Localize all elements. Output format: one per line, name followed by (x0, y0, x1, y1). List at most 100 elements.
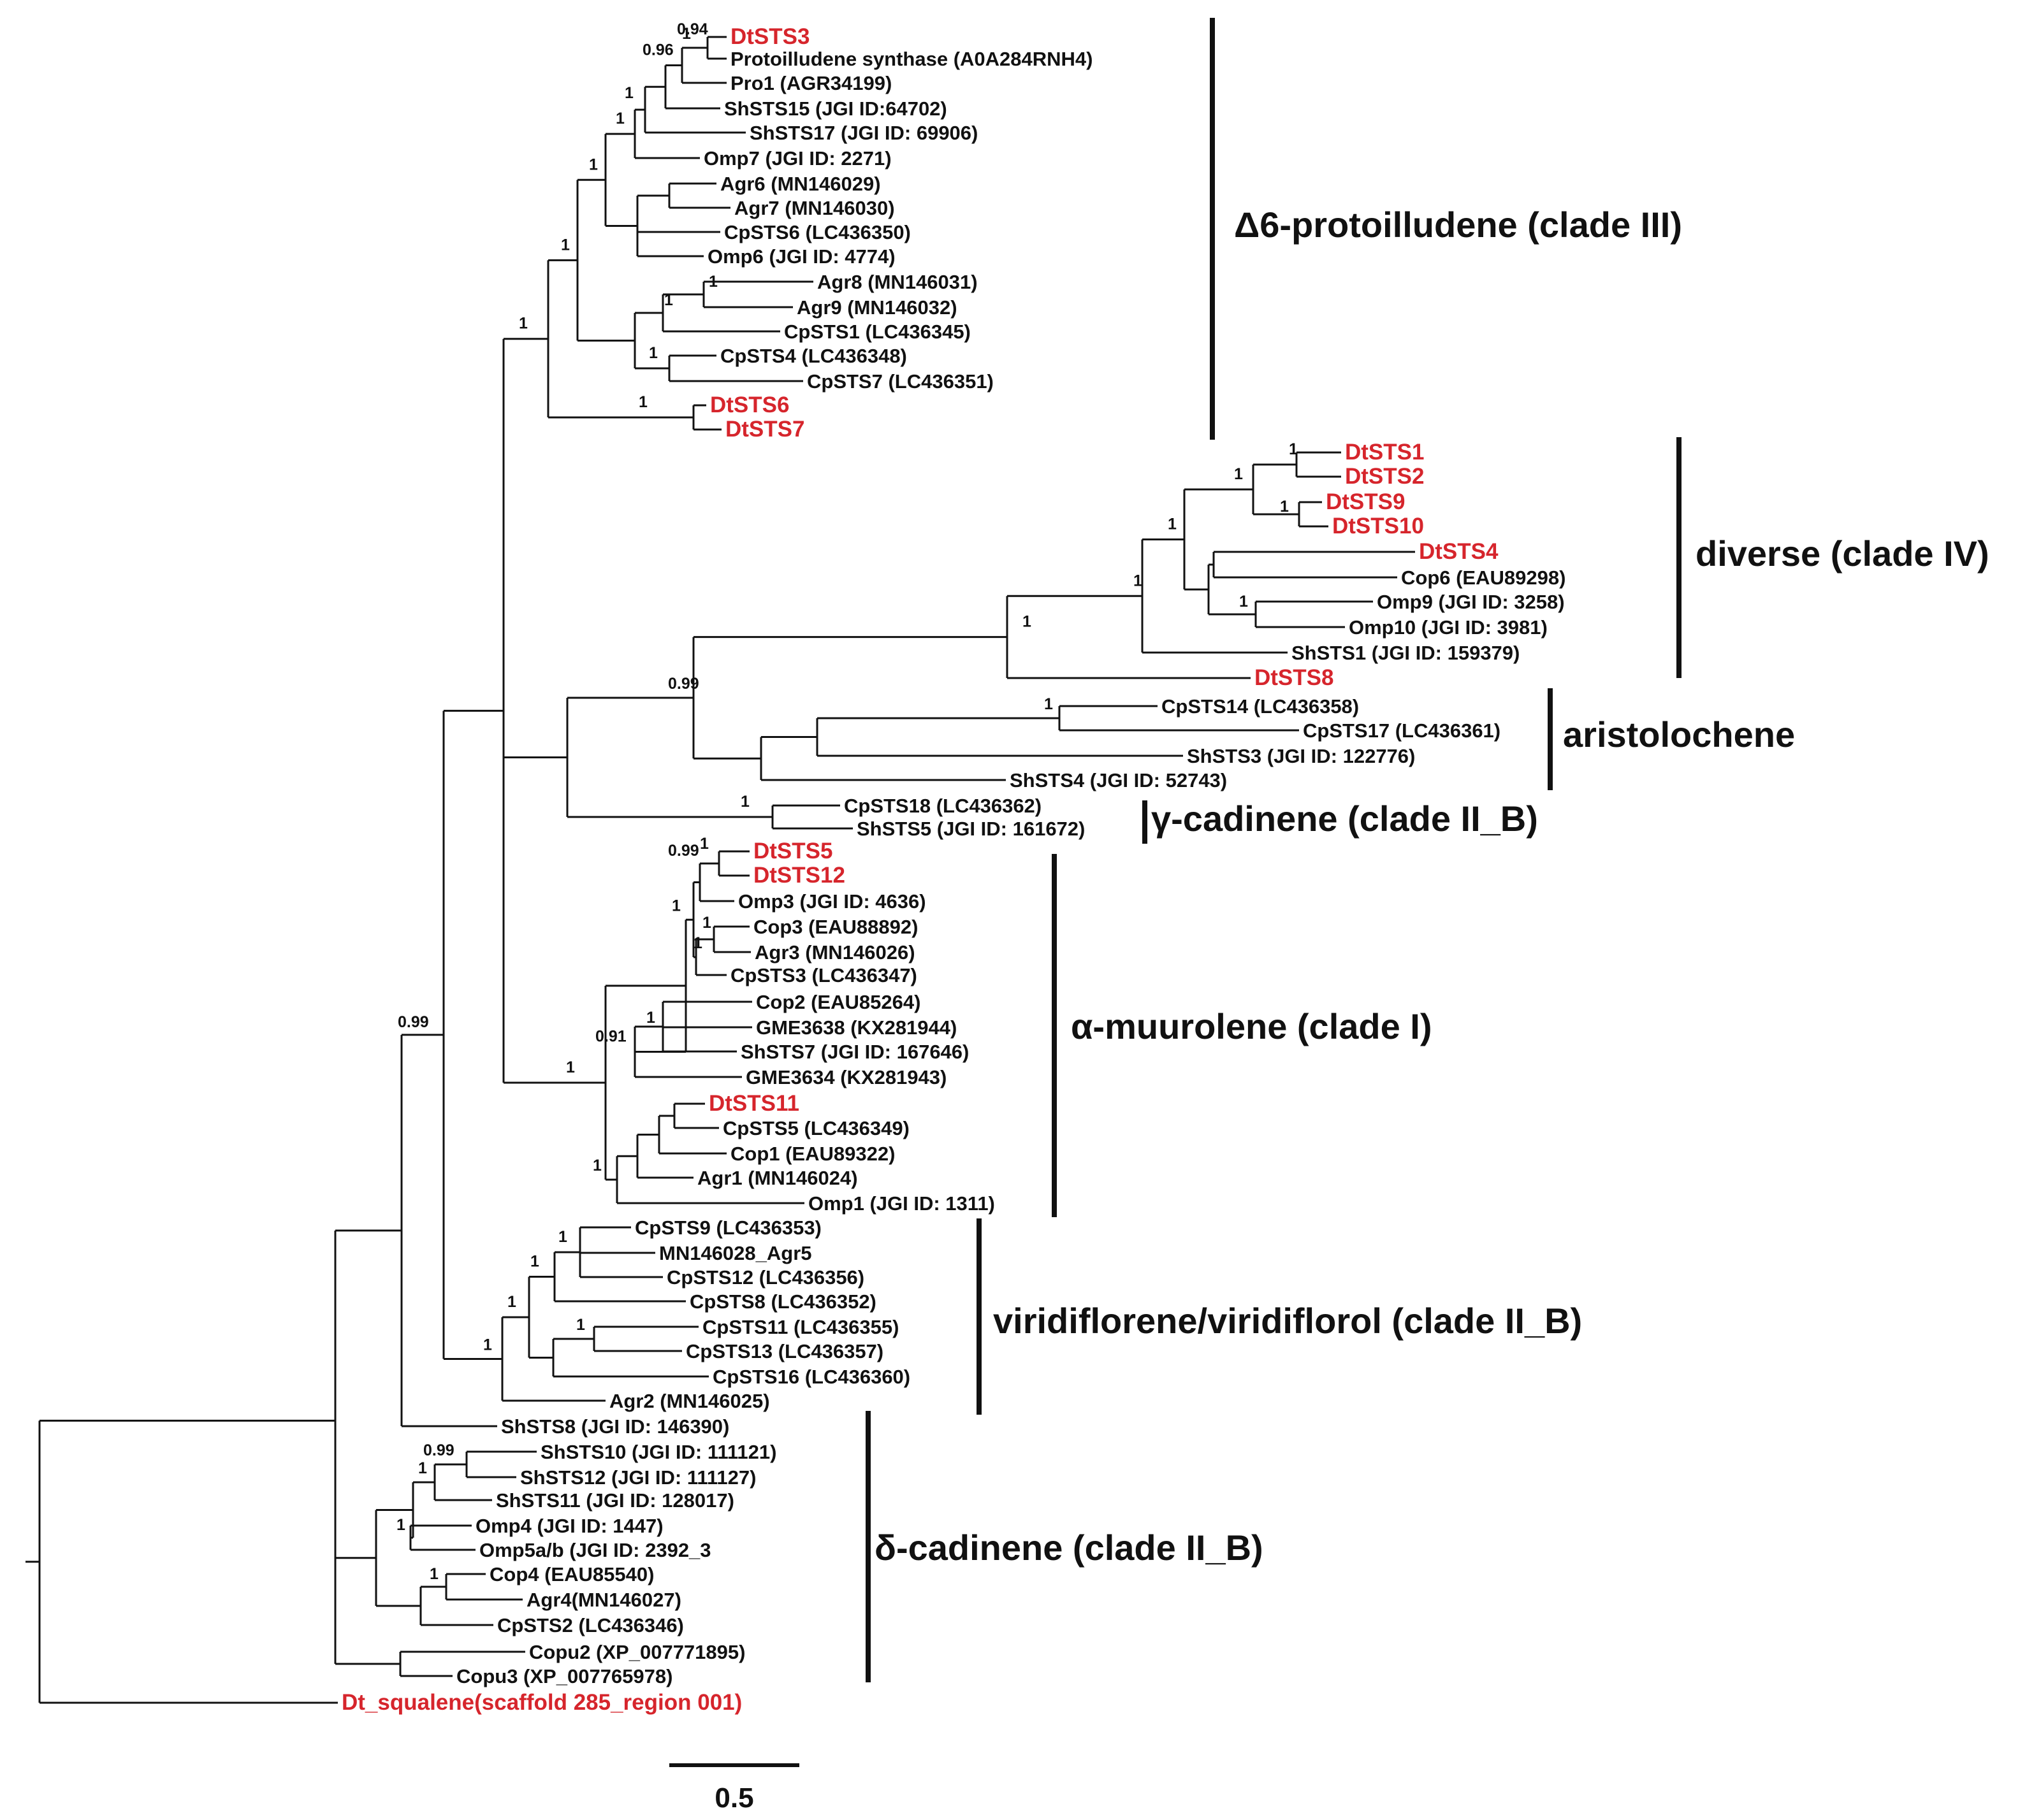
support-n-agr89c: 1 (709, 273, 718, 291)
leaf-label-cpsts12-lc436356: CpSTS12 (LC436356) (667, 1266, 864, 1289)
leaf-label-shsts4-jgi-id-52743: ShSTS4 (JGI ID: 52743) (1010, 769, 1227, 791)
leaf-label-pro1-agr34199: Pro1 (AGR34199) (730, 72, 892, 94)
leaf-label-cpsts5-lc436349: CpSTS5 (LC436349) (723, 1117, 910, 1139)
support-dtsts5: 1 (700, 835, 709, 853)
support-n-agr89b: 1 (664, 291, 673, 309)
leaf-label-copu2-xp-007771895: Copu2 (XP_007771895) (529, 1641, 745, 1663)
clade-label-6-protoilludene-clade-iii: Δ6-protoilludene (clade III) (1234, 205, 1682, 245)
leaf-label-protoilludene-synthase-a0a284rnh4: Protoilludene synthase (A0A284RNH4) (730, 48, 1093, 70)
leaf-label-cop4-eau85540: Cop4 (EAU85540) (490, 1563, 654, 1585)
leaf-label-omp9-jgi-id-3258: Omp9 (JGI ID: 3258) (1377, 591, 1565, 613)
leaf-label-cpsts2-lc436346: CpSTS2 (LC436346) (497, 1614, 684, 1636)
leaf-label-dtsts5: DtSTS5 (753, 839, 832, 863)
support-n-c1f: 1 (702, 914, 711, 932)
support-values: 10.96111111111111111110.9910.9911110.911… (396, 20, 1298, 1583)
support-n-c3f: 0.96 (643, 41, 674, 59)
leaf-label-dtsts6: DtSTS6 (710, 393, 789, 417)
leaf-label-omp4-jgi-id-1447: Omp4 (JGI ID: 1447) (476, 1515, 664, 1537)
leaf-label-omp6-jgi-id-4774: Omp6 (JGI ID: 4774) (708, 245, 896, 268)
support-n-aristo4: 1 (1044, 695, 1053, 713)
scale-bar: 0.5 (669, 1763, 799, 1814)
support-n-c4e: 1 (1280, 498, 1289, 516)
support-n-dcad5: 0.99 (423, 1441, 454, 1459)
leaf-label-shsts5-jgi-id-161672: ShSTS5 (JGI ID: 161672) (857, 818, 1085, 840)
leaf-label-agr6-mn146029: Agr6 (MN146029) (720, 173, 881, 195)
support-n-viri3: 1 (530, 1253, 539, 1271)
support-n-c1h: 1 (646, 1009, 655, 1027)
leaf-label-cpsts4-lc436348: CpSTS4 (LC436348) (720, 345, 907, 367)
support-n-dt67: 1 (639, 393, 648, 411)
tree-branches (25, 36, 1415, 1704)
support-n-dcad8: 1 (430, 1565, 439, 1583)
support-n-c4a: 1 (1133, 572, 1142, 589)
support-clade4: 1 (1022, 613, 1031, 631)
support-n-c4c: 1 (1234, 465, 1243, 483)
leaf-label-omp7-jgi-id-2271: Omp7 (JGI ID: 2271) (704, 147, 892, 170)
support-n-c3b: 1 (589, 155, 598, 173)
leaf-label-cpsts3-lc436347: CpSTS3 (LC436347) (730, 964, 917, 986)
leaf-label-omp1-jgi-id-1311: Omp1 (JGI ID: 1311) (808, 1192, 995, 1215)
support-n-viri4: 1 (558, 1228, 567, 1246)
support-n-c1e: 1 (694, 934, 702, 952)
leaf-label-shsts3-jgi-id-122776: ShSTS3 (JGI ID: 122776) (1187, 745, 1415, 767)
clade-label-diverse-clade-iv: diverse (clade IV) (1696, 533, 1989, 574)
leaf-label-dtsts3: DtSTS3 (730, 24, 810, 49)
support-n-viri-top: 0.99 (398, 1013, 429, 1031)
leaf-label-dtsts10: DtSTS10 (1332, 514, 1424, 538)
support-dtsts3: 0.94 (677, 20, 708, 38)
leaf-label-cpsts14-lc436358: CpSTS14 (LC436358) (1161, 695, 1359, 718)
support-n-dcad4: 1 (418, 1459, 427, 1477)
leaf-label-dtsts11: DtSTS11 (709, 1091, 799, 1116)
leaf-label-shsts8-jgi-id-146390: ShSTS8 (JGI ID: 146390) (501, 1415, 729, 1438)
support-n-mid2: 0.99 (668, 675, 699, 693)
leaf-label-cpsts6-lc436350: CpSTS6 (LC436350) (724, 221, 911, 243)
leaf-label-dtsts4: DtSTS4 (1419, 539, 1499, 564)
clade-label-cadinene-clade-ii-b: δ-cadinene (clade II_B) (875, 1528, 1263, 1568)
leaf-label-omp3-jgi-id-4636: Omp3 (JGI ID: 4636) (738, 890, 926, 913)
leaf-label-agr2-mn146025: Agr2 (MN146025) (609, 1390, 770, 1412)
support-n-c3a: 1 (561, 236, 570, 254)
leaf-label-dtsts7: DtSTS7 (725, 417, 804, 442)
support-clade1: 1 (566, 1058, 575, 1076)
support-n-c4d: 1 (1289, 440, 1298, 458)
leaf-label-mn146028-agr5: MN146028_Agr5 (659, 1242, 812, 1264)
leaf-label-gme3634-kx281943: GME3634 (KX281943) (746, 1066, 947, 1088)
clade-label-aristolochene: aristolochene (1563, 714, 1795, 755)
leaf-label-cpsts7-lc436351: CpSTS7 (LC436351) (807, 370, 994, 393)
support-n-gcad: 1 (741, 793, 750, 811)
support-n-c4h: 1 (1239, 593, 1248, 610)
leaf-label-dtsts2: DtSTS2 (1345, 464, 1424, 489)
leaf-label-cpsts18-lc436362: CpSTS18 (LC436362) (844, 795, 1042, 817)
leaf-label-shsts7-jgi-id-167646: ShSTS7 (JGI ID: 167646) (741, 1041, 969, 1063)
support-n-viri: 1 (483, 1336, 492, 1354)
support-n-c1b: 1 (672, 897, 681, 914)
leaf-label-dtsts12: DtSTS12 (753, 863, 845, 888)
leaf-label-cpsts11-lc436355: CpSTS11 (LC436355) (702, 1316, 899, 1338)
leaf-label-agr4-mn146027: Agr4(MN146027) (527, 1589, 681, 1611)
support-n-c3d: 1 (625, 84, 634, 102)
support-n-viri6: 1 (576, 1316, 585, 1334)
leaf-label-shsts11-jgi-id-128017: ShSTS11 (JGI ID: 128017) (496, 1489, 734, 1512)
support-n-cp47: 1 (649, 344, 658, 362)
support-n-c1g: 0.91 (595, 1028, 627, 1046)
leaf-label-agr9-mn146032: Agr9 (MN146032) (797, 296, 957, 319)
leaf-label-agr7-mn146030: Agr7 (MN146030) (734, 197, 895, 219)
leaf-label-shsts15-jgi-id-64702: ShSTS15 (JGI ID:64702) (724, 98, 947, 120)
leaf-label-agr3-mn146026: Agr3 (MN146026) (755, 941, 915, 964)
scale-bar-label: 0.5 (715, 1782, 753, 1814)
leaf-label-cpsts13-lc436357: CpSTS13 (LC436357) (686, 1340, 883, 1362)
leaf-label-cpsts9-lc436353: CpSTS9 (LC436353) (635, 1217, 822, 1239)
leaf-label-shsts1-jgi-id-159379: ShSTS1 (JGI ID: 159379) (1291, 642, 1520, 664)
leaf-label-cpsts1-lc436345: CpSTS1 (LC436345) (784, 321, 971, 343)
leaf-label-shsts10-jgi-id-111121: ShSTS10 (JGI ID: 111121) (541, 1441, 776, 1463)
support-n-c1d: 0.99 (668, 842, 699, 860)
leaf-label-cop2-eau85264: Cop2 (EAU85264) (756, 991, 920, 1013)
leaf-label-omp5a-b-jgi-id-2392-3: Omp5a/b (JGI ID: 2392_3 (479, 1539, 711, 1561)
clade-label-cadinene-clade-ii-b: γ-cadinene (clade II_B) (1151, 798, 1538, 839)
leaf-label-agr8-mn146031: Agr8 (MN146031) (817, 271, 978, 293)
leaf-label-cpsts8-lc436352: CpSTS8 (LC436352) (690, 1290, 876, 1313)
leaf-label-agr1-mn146024: Agr1 (MN146024) (697, 1167, 858, 1189)
support-n-c4b: 1 (1168, 516, 1177, 533)
